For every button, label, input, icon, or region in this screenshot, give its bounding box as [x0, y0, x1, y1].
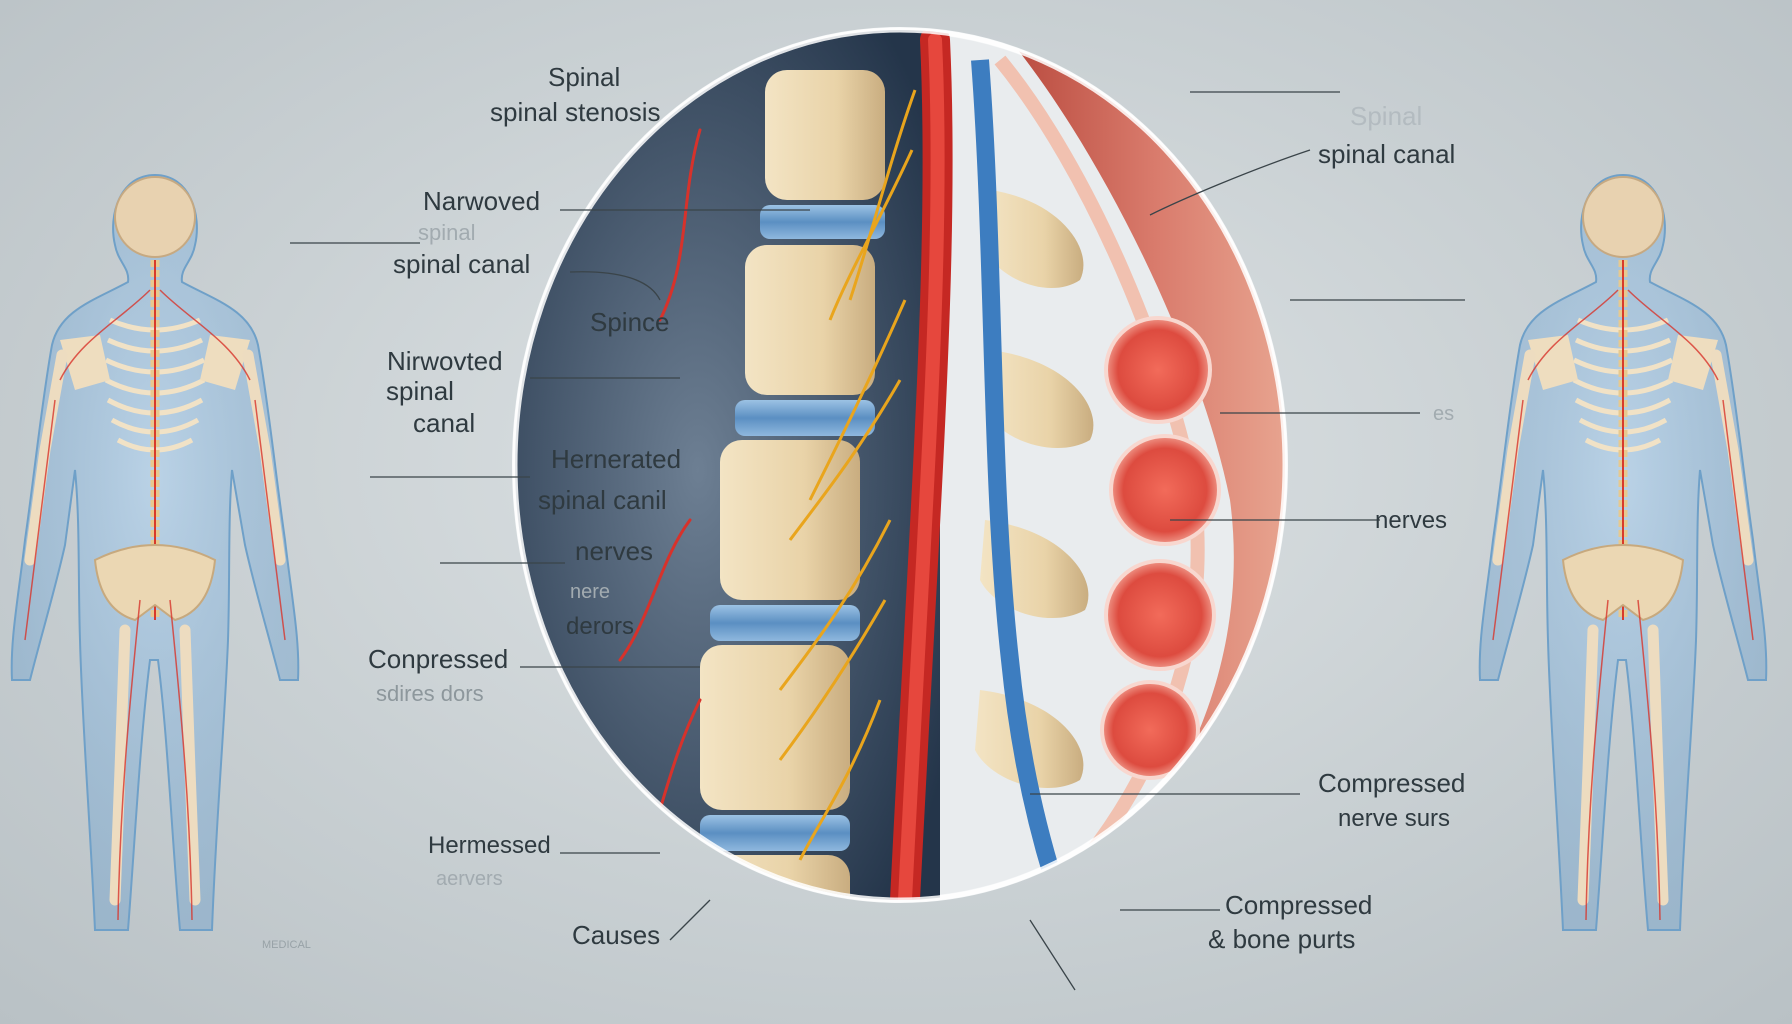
label-spinal-canal-1: spinal canal: [393, 249, 530, 279]
right-blood-vessels: [1492, 289, 1754, 921]
label-sdires-dors: sdires dors: [376, 681, 484, 706]
muscle-layer: [1010, 30, 1285, 900]
right-skull: [1582, 176, 1664, 258]
label-aervers: aervers: [436, 868, 503, 890]
label-derors: derors: [566, 613, 634, 640]
right-limb-bones: [1492, 349, 1754, 906]
label-spinal-canal-right: spinal canal: [1318, 139, 1455, 169]
label-narrowed-2: Nirwovted: [387, 346, 503, 376]
label-herniated: Hernerated: [551, 444, 681, 474]
right-shoulder-blades: [1528, 335, 1718, 390]
label-bone-purts: & bone purts: [1208, 924, 1355, 954]
label-nerves-left: nerves: [575, 536, 653, 566]
label-compressed-right-2: Compressed: [1225, 890, 1372, 920]
nerve-roots: [778, 89, 917, 861]
label-spinal-faint-right: Spinal: [1350, 101, 1422, 131]
label-canal-2: canal: [413, 408, 475, 438]
label-spinal-faint: spinal: [418, 220, 475, 245]
label-spinal-stenosis: spinal stenosis: [490, 97, 661, 127]
label-compressed-left: Conpressed: [368, 644, 508, 674]
label-nerves-right: nerves: [1375, 507, 1447, 534]
right-pelvis: [1561, 544, 1685, 622]
label-compressed-right-1: Compressed: [1318, 768, 1465, 798]
label-spinal: Spinal: [548, 62, 620, 92]
left-shoulder-blades: [60, 335, 250, 390]
left-skull: [114, 176, 196, 258]
label-narrowed-1: Narwoved: [423, 186, 540, 216]
left-body-figure: [10, 173, 300, 931]
label-causes: Causes: [572, 920, 660, 950]
spinal-arteries: [618, 30, 953, 900]
spinal-vein: [971, 59, 1069, 900]
label-spinal-canil: spinal canil: [538, 485, 667, 515]
spine-cross-section: [512, 27, 1288, 903]
left-limb-bones: [24, 349, 286, 906]
label-es-faint: es: [1433, 403, 1454, 425]
label-hermessed: Hermessed: [428, 832, 551, 859]
diagram-labels: Spinal spinal stenosis Narwoved spinal s…: [262, 62, 1465, 954]
label-nerve-faint: nere: [570, 581, 610, 603]
compressed-nerve-nodes: [1100, 316, 1221, 780]
right-body-figure: [1478, 173, 1768, 931]
label-spinal-2: spinal: [386, 376, 454, 406]
left-pelvis: [93, 544, 217, 622]
leader-lines: [290, 91, 1465, 991]
left-blood-vessels: [24, 289, 286, 921]
label-watermark: MEDICAL: [262, 939, 311, 951]
label-nerve-surs: nerve surs: [1338, 805, 1450, 832]
label-spince: Spince: [590, 307, 670, 337]
